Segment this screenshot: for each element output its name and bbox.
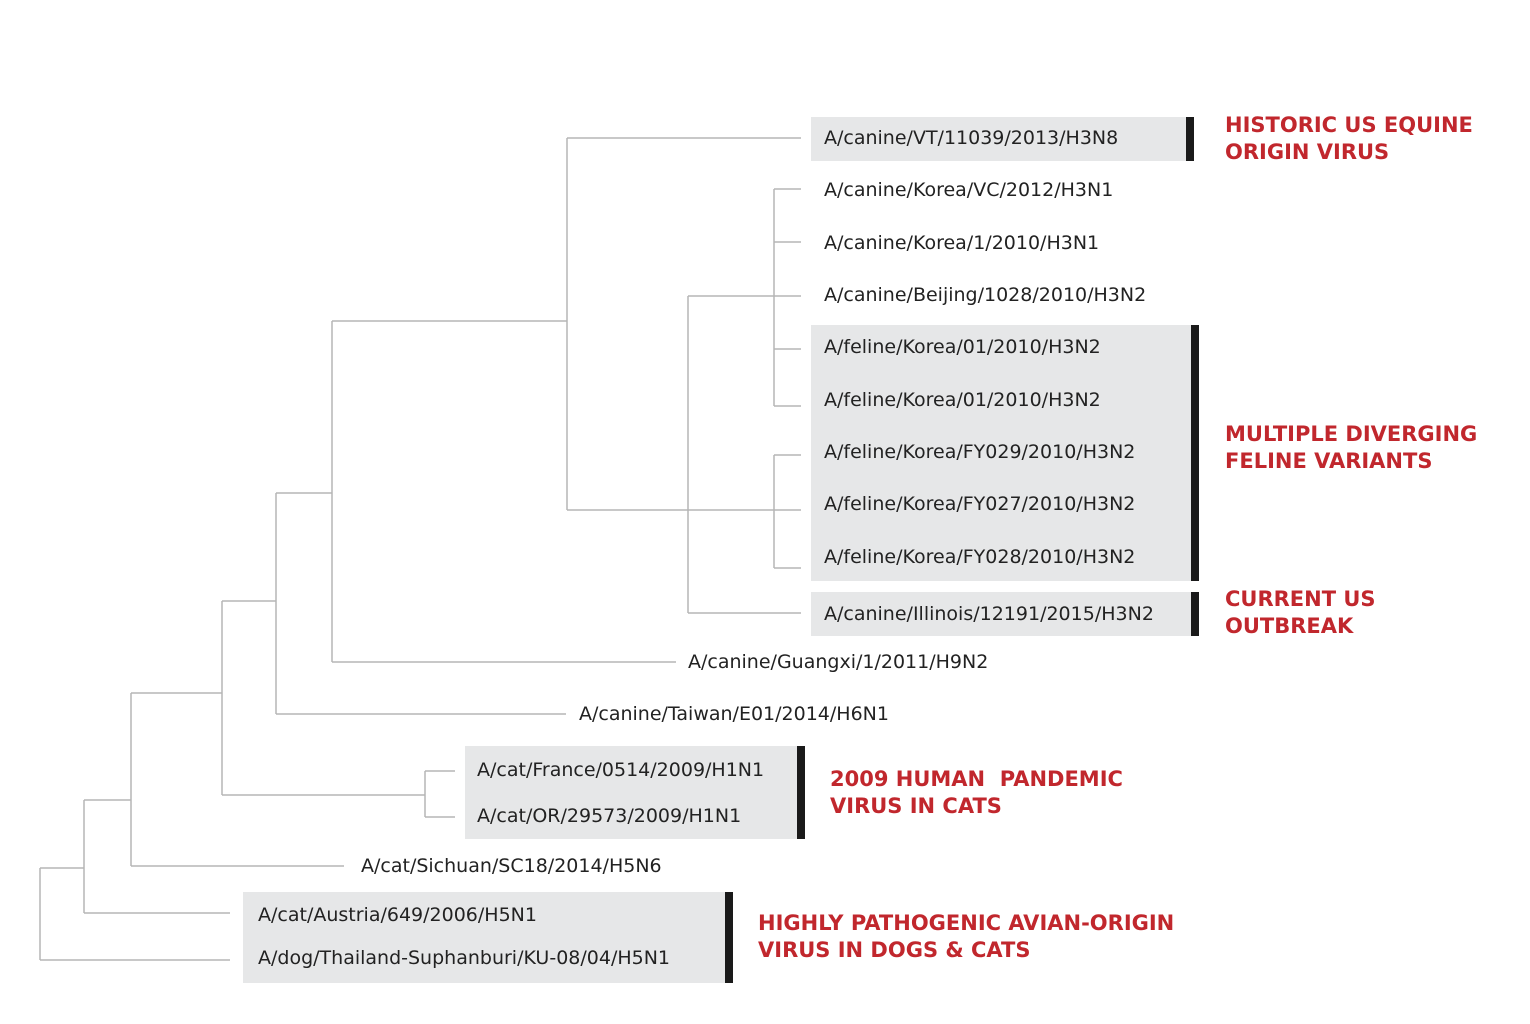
annotation-pandemic: 2009 HUMAN PANDEMIC VIRUS IN CATS — [830, 766, 1123, 820]
bracket-avian — [725, 892, 733, 983]
leaf-label-korea-1: A/canine/Korea/1/2010/H3N1 — [824, 232, 1100, 254]
annotation-current-line-2: OUTBREAK — [1225, 614, 1354, 638]
leaf-label-korea-vc: A/canine/Korea/VC/2012/H3N1 — [824, 179, 1114, 201]
leaf-label-feline-01-b: A/feline/Korea/01/2010/H3N2 — [824, 389, 1101, 411]
leaf-label-beijing: A/canine/Beijing/1028/2010/H3N2 — [824, 284, 1147, 306]
leaf-label-guangxi: A/canine/Guangxi/1/2011/H9N2 — [688, 651, 989, 673]
annotation-avian: HIGHLY PATHOGENIC AVIAN-ORIGIN VIRUS IN … — [758, 910, 1174, 964]
leaf-label-sichuan: A/cat/Sichuan/SC18/2014/H5N6 — [361, 855, 662, 877]
leaf-label-fy028: A/feline/Korea/FY028/2010/H3N2 — [824, 546, 1136, 568]
annotation-feline-line-1: MULTIPLE DIVERGING — [1225, 422, 1478, 446]
annotation-current: CURRENT US OUTBREAK — [1225, 586, 1376, 640]
leaf-label-taiwan: A/canine/Taiwan/E01/2014/H6N1 — [579, 703, 889, 725]
annotation-equine-line-1: HISTORIC US EQUINE — [1225, 113, 1473, 137]
highlight-box-feline — [811, 325, 1192, 581]
annotation-equine-line-2: ORIGIN VIRUS — [1225, 140, 1390, 164]
highlight-box-equine — [811, 117, 1186, 161]
bracket-feline — [1191, 325, 1199, 581]
leaf-label-oregon: A/cat/OR/29573/2009/H1N1 — [477, 805, 742, 827]
leaf-label-vt11039: A/canine/VT/11039/2013/H3N8 — [824, 127, 1119, 149]
leaf-label-illinois: A/canine/Illinois/12191/2015/H3N2 — [824, 603, 1154, 625]
annotation-pandemic-line-2: VIRUS IN CATS — [830, 794, 1002, 818]
highlight-box-current — [811, 592, 1192, 636]
annotation-pandemic-line-1: 2009 HUMAN PANDEMIC — [830, 767, 1123, 791]
leaf-label-austria: A/cat/Austria/649/2006/H5N1 — [258, 904, 537, 926]
highlight-box-avian — [243, 892, 725, 983]
leaf-label-feline-01-a: A/feline/Korea/01/2010/H3N2 — [824, 336, 1101, 358]
bracket-pandemic — [797, 746, 805, 839]
highlight-box-pandemic — [465, 746, 798, 839]
annotation-current-line-1: CURRENT US — [1225, 587, 1376, 611]
annotation-avian-line-1: HIGHLY PATHOGENIC AVIAN-ORIGIN — [758, 911, 1175, 935]
leaf-label-fy027: A/feline/Korea/FY027/2010/H3N2 — [824, 493, 1136, 515]
leaf-label-france: A/cat/France/0514/2009/H1N1 — [477, 759, 765, 781]
annotation-avian-line-2: VIRUS IN DOGS & CATS — [758, 938, 1031, 962]
leaf-label-thailand: A/dog/Thailand-Suphanburi/KU-08/04/H5N1 — [258, 947, 671, 969]
bracket-current — [1191, 592, 1199, 636]
annotation-equine: HISTORIC US EQUINE ORIGIN VIRUS — [1225, 112, 1473, 166]
bracket-equine — [1186, 117, 1194, 161]
leaf-label-fy029: A/feline/Korea/FY029/2010/H3N2 — [824, 441, 1136, 463]
annotation-feline: MULTIPLE DIVERGING FELINE VARIANTS — [1225, 421, 1477, 475]
annotation-feline-line-2: FELINE VARIANTS — [1225, 449, 1433, 473]
